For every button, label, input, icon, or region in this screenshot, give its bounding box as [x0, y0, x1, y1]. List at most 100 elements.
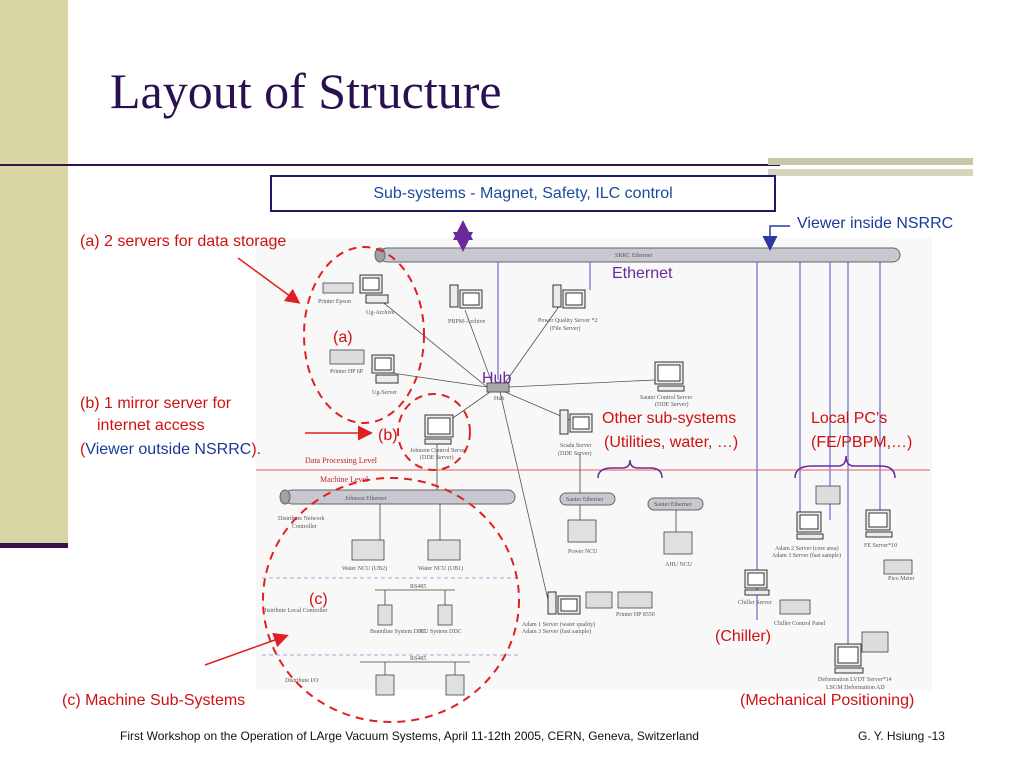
pico-meter-label: Pico Meter	[888, 576, 915, 582]
subsystems-box: Sub-systems - Magnet, Safety, ILC contro…	[270, 175, 776, 212]
scada-label-1: Scada Server	[560, 443, 592, 449]
annotation-b-close: ).	[251, 441, 262, 458]
other-subsystems-line2: (Utilities, water, …)	[604, 434, 739, 451]
local-pcs-line2: (FE/PBPM,…)	[811, 434, 913, 451]
johnson-ethernet-bus	[279, 489, 516, 505]
water-ncu-ub1-label: Water NCU (UB1)	[418, 565, 463, 572]
srrc-ethernet-bus	[374, 247, 901, 263]
chiller-panel-device	[779, 599, 811, 615]
annotation-b-line1: (b) 1 mirror server for	[80, 395, 232, 412]
pc-johnson-control	[424, 414, 454, 445]
annotation-a-tag: (a)	[333, 329, 353, 346]
pc-pbpm-archive	[449, 284, 483, 309]
data-processing-label: Data Processing Level	[305, 456, 378, 465]
chiller-label: (Chiller)	[715, 628, 771, 645]
ethernet-label: Ethernet	[612, 265, 673, 282]
arrow-c	[204, 632, 289, 666]
annotation-c-desc: (c) Machine Sub-Systems	[62, 692, 246, 709]
hub-device	[486, 382, 510, 393]
panel-adam1	[585, 591, 613, 609]
deformation-label-1: Deformation LVDT Server*14	[818, 676, 892, 683]
pc-fe-server	[865, 509, 893, 538]
water-ncu-ub2-device	[351, 539, 385, 561]
pbpm-archive-label: PBPM-Archive	[448, 319, 486, 325]
annotation-a-desc: (a) 2 servers for data storage	[80, 233, 287, 250]
local-pcs-line1: Local PC’s	[811, 410, 888, 427]
printer-hp8550-device	[617, 591, 653, 609]
rs485-lines	[360, 589, 470, 675]
annotation-b-tag: (b)	[378, 427, 398, 444]
fe-server-label: FE Server*10	[864, 543, 897, 549]
pc-deformation	[834, 643, 864, 674]
sauter-control-label-2: (DDE Server)	[655, 401, 689, 408]
cu-ddc-label: CU System DDC	[420, 629, 462, 635]
ug-archive-label: Ug-Archive	[366, 310, 395, 316]
sauter-links	[579, 454, 677, 532]
dist-io-label: Distribute I/O	[285, 678, 319, 684]
computers	[359, 274, 893, 674]
srrc-ethernet-label: SRRC Ethernet	[615, 253, 652, 259]
diagram-background	[256, 238, 932, 690]
group-c-outline	[262, 477, 520, 723]
arrow-viewer-inside	[762, 225, 790, 251]
printer-hp8550-label: Printer HP 8550	[616, 612, 655, 618]
panel-adam2	[815, 485, 841, 505]
chiller-server-label: Chiller Server	[738, 600, 772, 606]
pc-adam2	[796, 511, 824, 540]
beamline-ddc-label: Beamline System DDC	[370, 629, 426, 635]
rs485-label-1: RS485	[410, 584, 426, 590]
sauter-ethernet-label-2: Sauter Ethernet	[654, 502, 691, 508]
annotation-c-tag: (c)	[309, 591, 328, 608]
printer-hp-label: Printer HP 6P	[330, 369, 364, 375]
power-quality-label-2: (File Server)	[550, 325, 581, 332]
other-subsystems-line1: Other sub-systems	[602, 410, 737, 427]
adam2-label-1: Adam 2 Server (core area)	[775, 545, 839, 552]
water-ncu-ub2-label: Water NCU (UB2)	[342, 565, 387, 572]
ahu-ncu-device	[663, 531, 693, 555]
printer-epson-device	[322, 282, 354, 294]
pc-ug-archive	[359, 274, 389, 304]
group-a-outline	[303, 246, 425, 424]
adam1-label-2: Adam 3 Server (fast sample)	[522, 628, 591, 635]
deformation-label-2: LSGM Deformation AD	[826, 684, 885, 691]
ddc-units	[375, 604, 465, 696]
annotation-b-line3: (Viewer outside NSRRC).	[80, 440, 261, 460]
water-ncu-ub1-device	[427, 539, 461, 561]
panel-deformation	[861, 631, 889, 653]
hub-spokes	[379, 299, 656, 601]
sauter-ethernet-buses	[559, 492, 704, 511]
pico-meter-device	[883, 559, 913, 575]
johnson-links	[379, 444, 441, 540]
ug-server-label: Ug-Server	[372, 390, 397, 396]
annotation-b-open: (	[80, 441, 86, 458]
footer-author-page: G. Y. Hsiung -13	[858, 729, 945, 743]
brace-other-subsystems	[597, 459, 663, 479]
slide-title: Layout of Structure	[110, 63, 502, 119]
viewer-inside-label: Viewer inside NSRRC	[797, 215, 954, 232]
adam1-label-1: Adam 1 Server (water quality)	[522, 621, 595, 628]
rule-accent-bottom	[768, 169, 973, 176]
dist-network-label-2: Controller	[292, 524, 317, 530]
rs485-label-2: RS485	[410, 656, 426, 662]
dist-network-label-1: Distribute Network	[278, 516, 325, 522]
title-rule	[0, 164, 780, 166]
pc-power-quality	[552, 284, 586, 309]
footer-event: First Workshop on the Operation of LArge…	[120, 729, 699, 743]
group-b-outline	[397, 393, 471, 471]
adam2-label-2: Adam 3 Server (fast sample)	[772, 552, 841, 559]
power-ncu-label: Power NCU	[568, 549, 598, 555]
sidebar-bar	[0, 0, 68, 545]
dist-local-label: Distribute Local Controller	[262, 608, 327, 614]
scada-label-2: (DDE Server)	[558, 450, 592, 457]
viewer-outside-label: Viewer outside NSRRC	[85, 441, 252, 458]
hub-label: Hub	[482, 370, 512, 387]
ahu-ncu-label: AHU NCU	[665, 562, 693, 568]
mechanical-positioning-label: (Mechanical Positioning)	[740, 692, 915, 709]
machine-level-label: Machine Level	[320, 475, 369, 484]
pc-scada	[559, 409, 593, 435]
annotation-b-line2: internet access	[97, 417, 205, 434]
sauter-control-label-1: Sauter Control Server	[640, 395, 692, 401]
sauter-ethernet-label-1: Sauter Ethernet	[566, 497, 603, 503]
pc-sauter-control	[654, 361, 685, 392]
